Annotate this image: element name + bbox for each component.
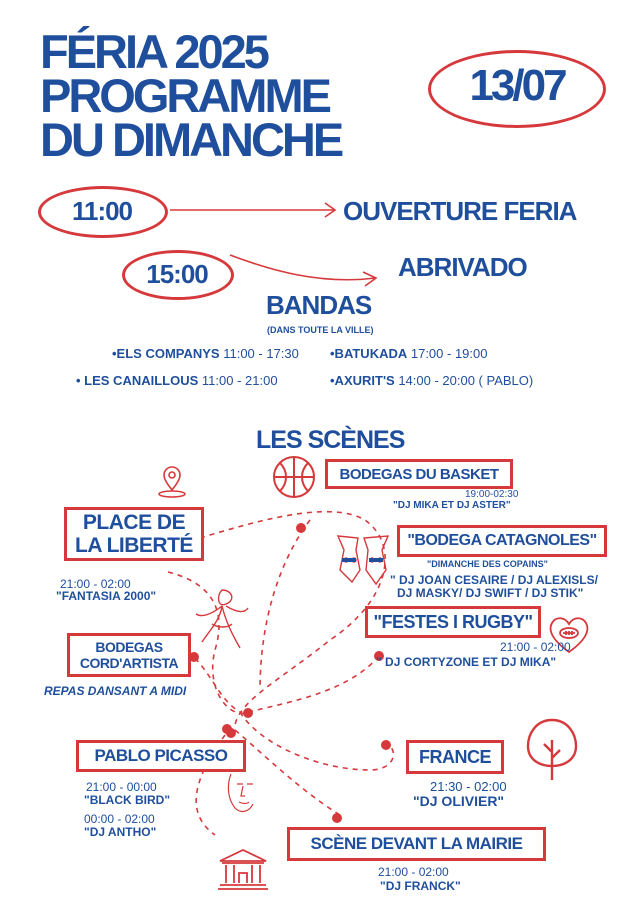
venue-place-de-la-liberte: PLACE DE LA LIBERTÉ	[64, 507, 204, 561]
map-dot	[332, 813, 342, 823]
venue-time: 19:00-02:30	[465, 489, 519, 500]
event-ouverture: OUVERTURE FERIA	[343, 196, 577, 226]
venue-djs: " DJ CORTYZONE ET DJ MIKA"	[376, 655, 557, 669]
venue-djs: "BLACK BIRD"	[84, 793, 171, 807]
banda-name: •BATUKADA	[330, 346, 408, 361]
venue-djs: "DJ OLIVIER"	[413, 793, 505, 809]
banda-name: •ELS COMPANYS	[112, 346, 220, 361]
venue-note: "DIMANCHE DES COPAINS"	[427, 559, 548, 569]
venue-scene-devant-la-mairie: SCÈNE DEVANT LA MAIRIE	[287, 827, 546, 861]
banda-axurits: •AXURIT'S 14:00 - 20:00 ( PABLO)	[330, 373, 533, 388]
venue-pablo-picasso: PABLO PICASSO	[76, 740, 246, 772]
venue-time: 21:00 - 02:00	[60, 577, 131, 591]
banda-name: • LES CANAILLOUS	[76, 373, 199, 388]
venue-time: 21:00 - 02:00	[500, 640, 571, 654]
banda-hours: 17:00 - 19:00	[407, 346, 488, 361]
map-dot	[226, 728, 236, 738]
title-line-2: PROGRAMME	[40, 69, 332, 122]
title-line-1: FÉRIA 2025	[40, 25, 270, 78]
venue-bodegas-cordartista: BODEGAS CORD'ARTISTA	[67, 633, 191, 677]
title-line-3: DU DIMANCHE	[40, 113, 344, 166]
venue-note: REPAS DANSANT A MIDI	[44, 684, 187, 698]
map-dot	[243, 708, 253, 718]
banda-name: •AXURIT'S	[330, 373, 395, 388]
venue-time: 21:30 - 02:00	[430, 779, 507, 794]
venue-time: 21:00 - 00:00	[86, 780, 157, 794]
venue-france: FRANCE	[406, 740, 504, 774]
venue-bodegas-du-basket: BODEGAS DU BASKET	[325, 459, 513, 489]
venue-time: 21:00 - 02:00	[378, 865, 449, 879]
map-dot	[189, 652, 199, 662]
time-oval-1500	[122, 250, 234, 300]
time-1500: 15:00	[146, 258, 209, 289]
venue-djs: "FANTASIA 2000"	[56, 589, 157, 603]
event-abrivado: ABRIVADO	[398, 252, 528, 282]
town-hall-icon	[218, 849, 268, 890]
rugby-heart-icon	[549, 617, 589, 654]
venue-djs: "DJ FRANCK"	[380, 879, 461, 893]
map-dot	[381, 740, 391, 750]
time-1100: 11:00	[71, 195, 133, 226]
map-dot	[374, 651, 384, 661]
map-dot	[296, 523, 306, 533]
banda-hours: 11:00 - 21:00	[198, 373, 278, 388]
venue-festes-i-rugby: "FESTES I RUGBY"	[365, 606, 541, 638]
bandas-subtitle: (DANS TOUTE LA VILLE)	[267, 325, 374, 335]
llama-icon	[336, 535, 390, 586]
venue-djs-line-1: " DJ JOAN CESAIRE / DJ ALEXISLS/	[390, 573, 598, 587]
banda-els-companys: •ELS COMPANYS 11:00 - 17:30	[112, 346, 299, 361]
face-icon	[227, 773, 254, 813]
venue-djs: "DJ MIKA ET DJ ASTER"	[393, 500, 511, 511]
banda-les-canaillous: • LES CANAILLOUS 11:00 - 21:00	[76, 373, 278, 388]
dancer-icon	[195, 589, 249, 649]
map-pin-icon	[158, 466, 186, 498]
banda-hours: 11:00 - 17:30	[219, 346, 299, 361]
tree-icon	[526, 718, 578, 780]
banda-hours: 14:00 - 20:00 ( PABLO)	[394, 373, 534, 388]
date-label: 13/07	[469, 61, 567, 110]
venue-djs-2: "DJ ANTHO"	[84, 825, 157, 839]
venue-djs-line-2: DJ MASKY/ DJ SWIFT / DJ STIK"	[397, 586, 584, 600]
date-oval	[428, 50, 606, 128]
banda-batukada: •BATUKADA 17:00 - 19:00	[330, 346, 487, 361]
basketball-icon	[273, 456, 315, 498]
venue-bodega-catagnoles: "BODEGA CATAGNOLES"	[397, 525, 607, 557]
scenes-title: LES SCÈNES	[256, 426, 405, 454]
time-oval-1100	[38, 186, 168, 238]
page-title: FÉRIA 2025 PROGRAMME DU DIMANCHE	[40, 25, 344, 166]
venue-time-2: 00:00 - 02:00	[84, 812, 155, 826]
bandas-title: BANDAS	[266, 290, 372, 320]
